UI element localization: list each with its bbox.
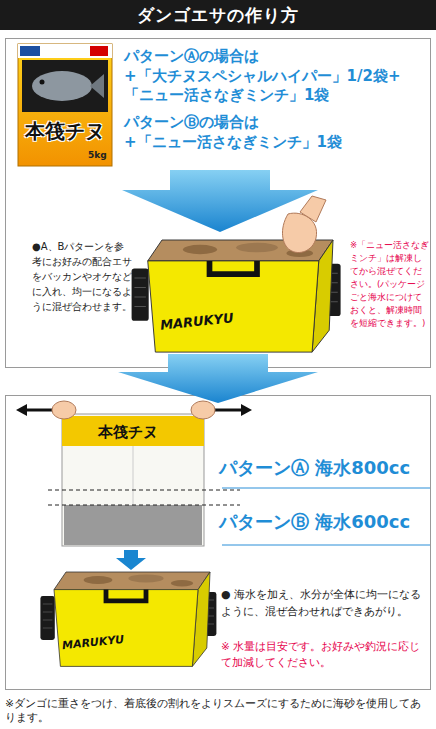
title-text: ダンゴエサの作り方 [137,4,299,27]
footnote: ※ダンゴに重さをつけ、着底後の割れをよりスムーズにするために海砂を使用してありま… [5,697,429,725]
arm [300,196,326,222]
step-text: ※ 水量は目安です。お好みや釣況に応じて加減してください。 [221,638,426,670]
rule-line [222,488,430,489]
fish-eye [40,80,45,85]
package-logo [20,46,40,56]
title-band: ダンゴエサの作り方 [0,0,436,30]
bait-in-bag [64,505,202,545]
finished-bucket [40,572,216,666]
bait-bag [62,414,204,546]
bag-label [62,416,204,446]
step-text: ※「ニュー活さなぎミンチ」は解凍してから混ぜてください。(パッケージごと海水につ… [350,239,430,330]
step-text: パターンⒶ 海水800cc [219,457,410,479]
arrow-head [241,404,252,416]
print-label: 本筏チヌ [98,423,158,442]
step-text: パターンⒶの場合は [124,47,429,66]
print-label: 5kg [88,150,107,160]
rule-line [222,545,430,546]
small-arrow [116,550,146,570]
step-text: +「ニュー活さなぎミンチ」1袋 [124,133,429,152]
water-level-line [48,490,240,491]
mixing-bucket [132,240,341,352]
fish-tail [90,74,104,98]
step-text: +「大チヌスペシャルハイパー」1/2袋+ 「ニュー活さなぎミンチ」1袋 [124,67,429,105]
hand [191,401,215,419]
print-label: 本筏チヌ [20,118,110,145]
package-photo [22,60,108,112]
arrow-head [16,404,27,416]
step-text: ● 海水を加え、水分が全体に均一になるように、混ぜ合わせればできあがり。 [221,586,426,620]
package-top-band [18,44,112,58]
hand [52,401,76,419]
fish-body [32,71,92,101]
water-level-line [48,505,240,506]
pull-arrow [214,409,244,412]
pull-arrow [24,409,52,412]
package-badge [90,46,108,56]
bag-fold [133,446,134,505]
step-text: パターンⒷ 海水600cc [219,511,410,533]
bait-package [18,44,112,166]
step-text: パターンⒷの場合は [124,113,429,132]
step-text: ●A、Bパターンを参考にお好みの配合エサをバッカンやオケなどに入れ、均一になるよ… [32,239,132,314]
